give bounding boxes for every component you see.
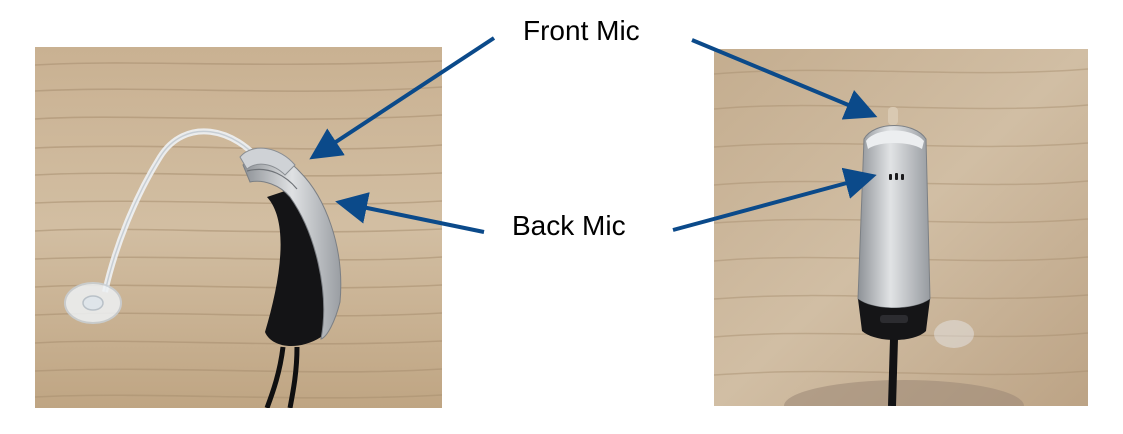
photo-hearing-aid-top — [714, 49, 1088, 406]
photo-hearing-aid-side — [35, 47, 442, 408]
back-mic-arrow-left — [335, 192, 485, 234]
front-mic-arrow-left — [309, 36, 496, 160]
front-mic-arrow-right — [691, 38, 878, 120]
hearing-aid-top-image — [714, 49, 1088, 406]
back-mic-label: Back Mic — [512, 210, 626, 241]
hearing-aid-side-image — [35, 47, 442, 408]
front-mic-label: Front Mic — [523, 15, 640, 46]
back-mic-arrow-right — [672, 167, 877, 232]
